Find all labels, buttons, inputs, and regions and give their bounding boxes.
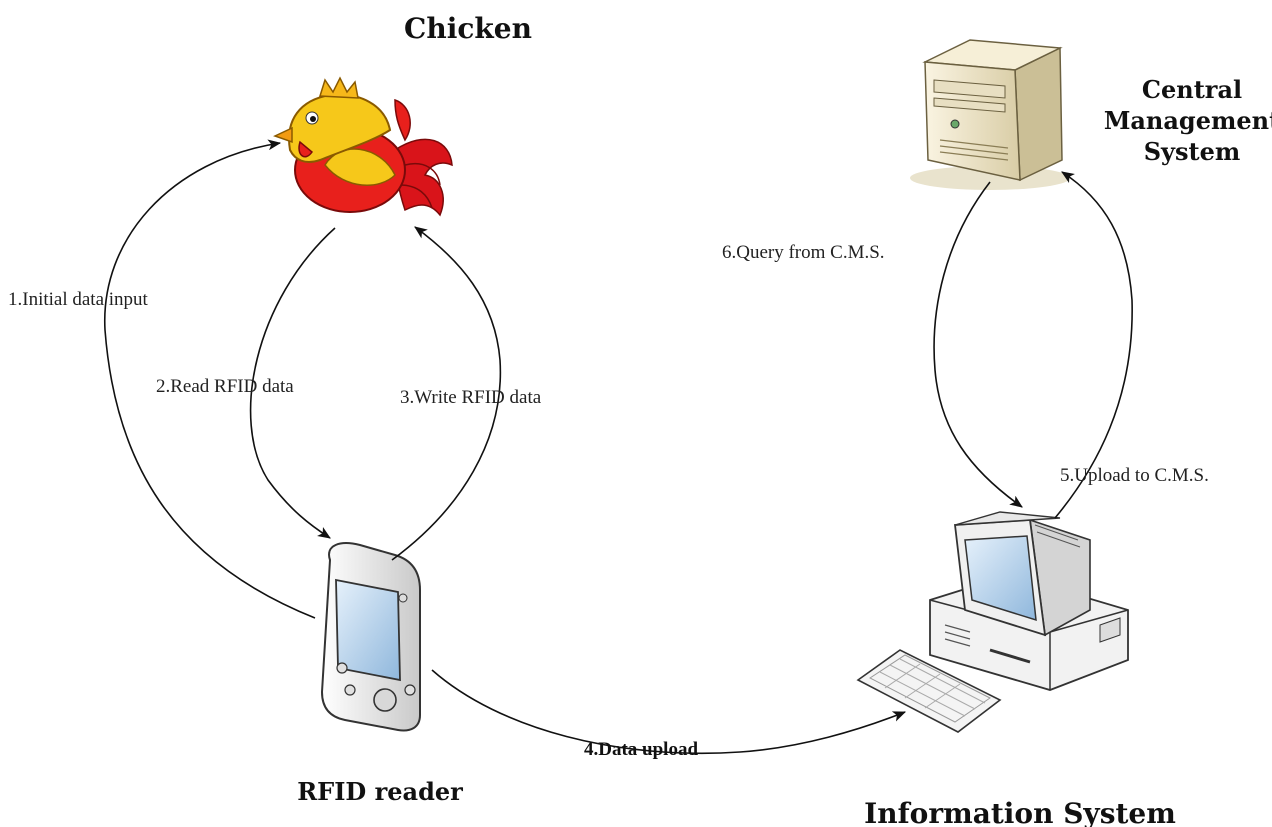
central-title-line-2: Management — [1104, 106, 1272, 135]
rfid-reader-title: RFID reader — [297, 777, 463, 806]
label-read-rfid-data: 2.Read RFID data — [156, 376, 294, 397]
information-system-title: Information System — [864, 797, 1176, 827]
central-management-system-title: Central Management System — [1104, 75, 1272, 166]
desktop-computer-icon — [856, 511, 1129, 733]
chicken-title: Chicken — [404, 12, 532, 45]
central-title-line-1: Central — [1142, 75, 1242, 104]
label-query-from-cms: 6.Query from C.M.S. — [722, 242, 885, 263]
arrow-initial-data-input — [104, 139, 316, 619]
arrow-upload-to-cms — [1054, 171, 1133, 519]
arrow-data-upload — [431, 669, 907, 755]
label-write-rfid-data: 3.Write RFID data — [400, 387, 542, 408]
arrow-read-rfid-data — [249, 227, 336, 539]
arrow-query-from-cms — [933, 181, 1023, 508]
label-data-upload: 4.Data upload — [584, 739, 698, 760]
label-initial-data-input: 1.Initial data input — [8, 289, 149, 310]
server-icon — [910, 39, 1070, 190]
label-upload-to-cms: 5.Upload to C.M.S. — [1060, 465, 1209, 486]
central-title-line-3: System — [1144, 137, 1241, 166]
rfid-reader-icon — [320, 542, 421, 732]
chicken-icon — [273, 76, 453, 217]
arrow-write-rfid-data — [391, 226, 502, 561]
